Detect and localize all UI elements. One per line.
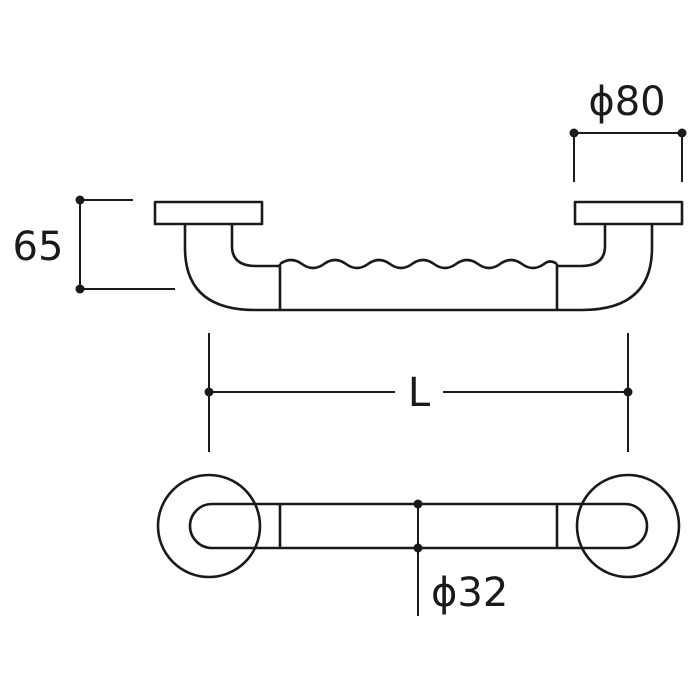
left-flange-disc [156,473,262,579]
dim-65-label: 65 [13,224,64,270]
dim-l-dot-left [204,387,214,397]
dim-80-dot-right [677,128,687,138]
right-arm-inner [557,224,607,268]
right-arm-outer [557,224,654,312]
side-view [153,200,684,312]
dim-32-dot-top [413,499,423,509]
dim-80-label: ϕ80 [588,79,665,125]
dim-l-dot-right [623,387,633,397]
length-dimension: L [204,333,633,452]
bar-outline [188,502,649,550]
dim-l-label: L [408,370,431,416]
dim-32-label: ϕ32 [431,570,508,616]
dim-65-dot-top [75,195,85,205]
left-arm-outer [183,224,280,312]
diameter-32-dimension: ϕ32 [413,499,508,616]
left-arm-inner [230,224,280,268]
left-flange [153,200,264,226]
height-65-dimension: 65 [13,195,175,294]
dim-32-dot-bottom [413,543,423,553]
diameter-80-dimension: ϕ80 [569,79,687,182]
right-flange [573,200,684,226]
dim-65-dot-bottom [75,284,85,294]
top-view [156,473,681,579]
grip-wavy-top [279,258,558,270]
dim-80-dot-left [569,128,579,138]
right-flange-disc [575,473,681,579]
